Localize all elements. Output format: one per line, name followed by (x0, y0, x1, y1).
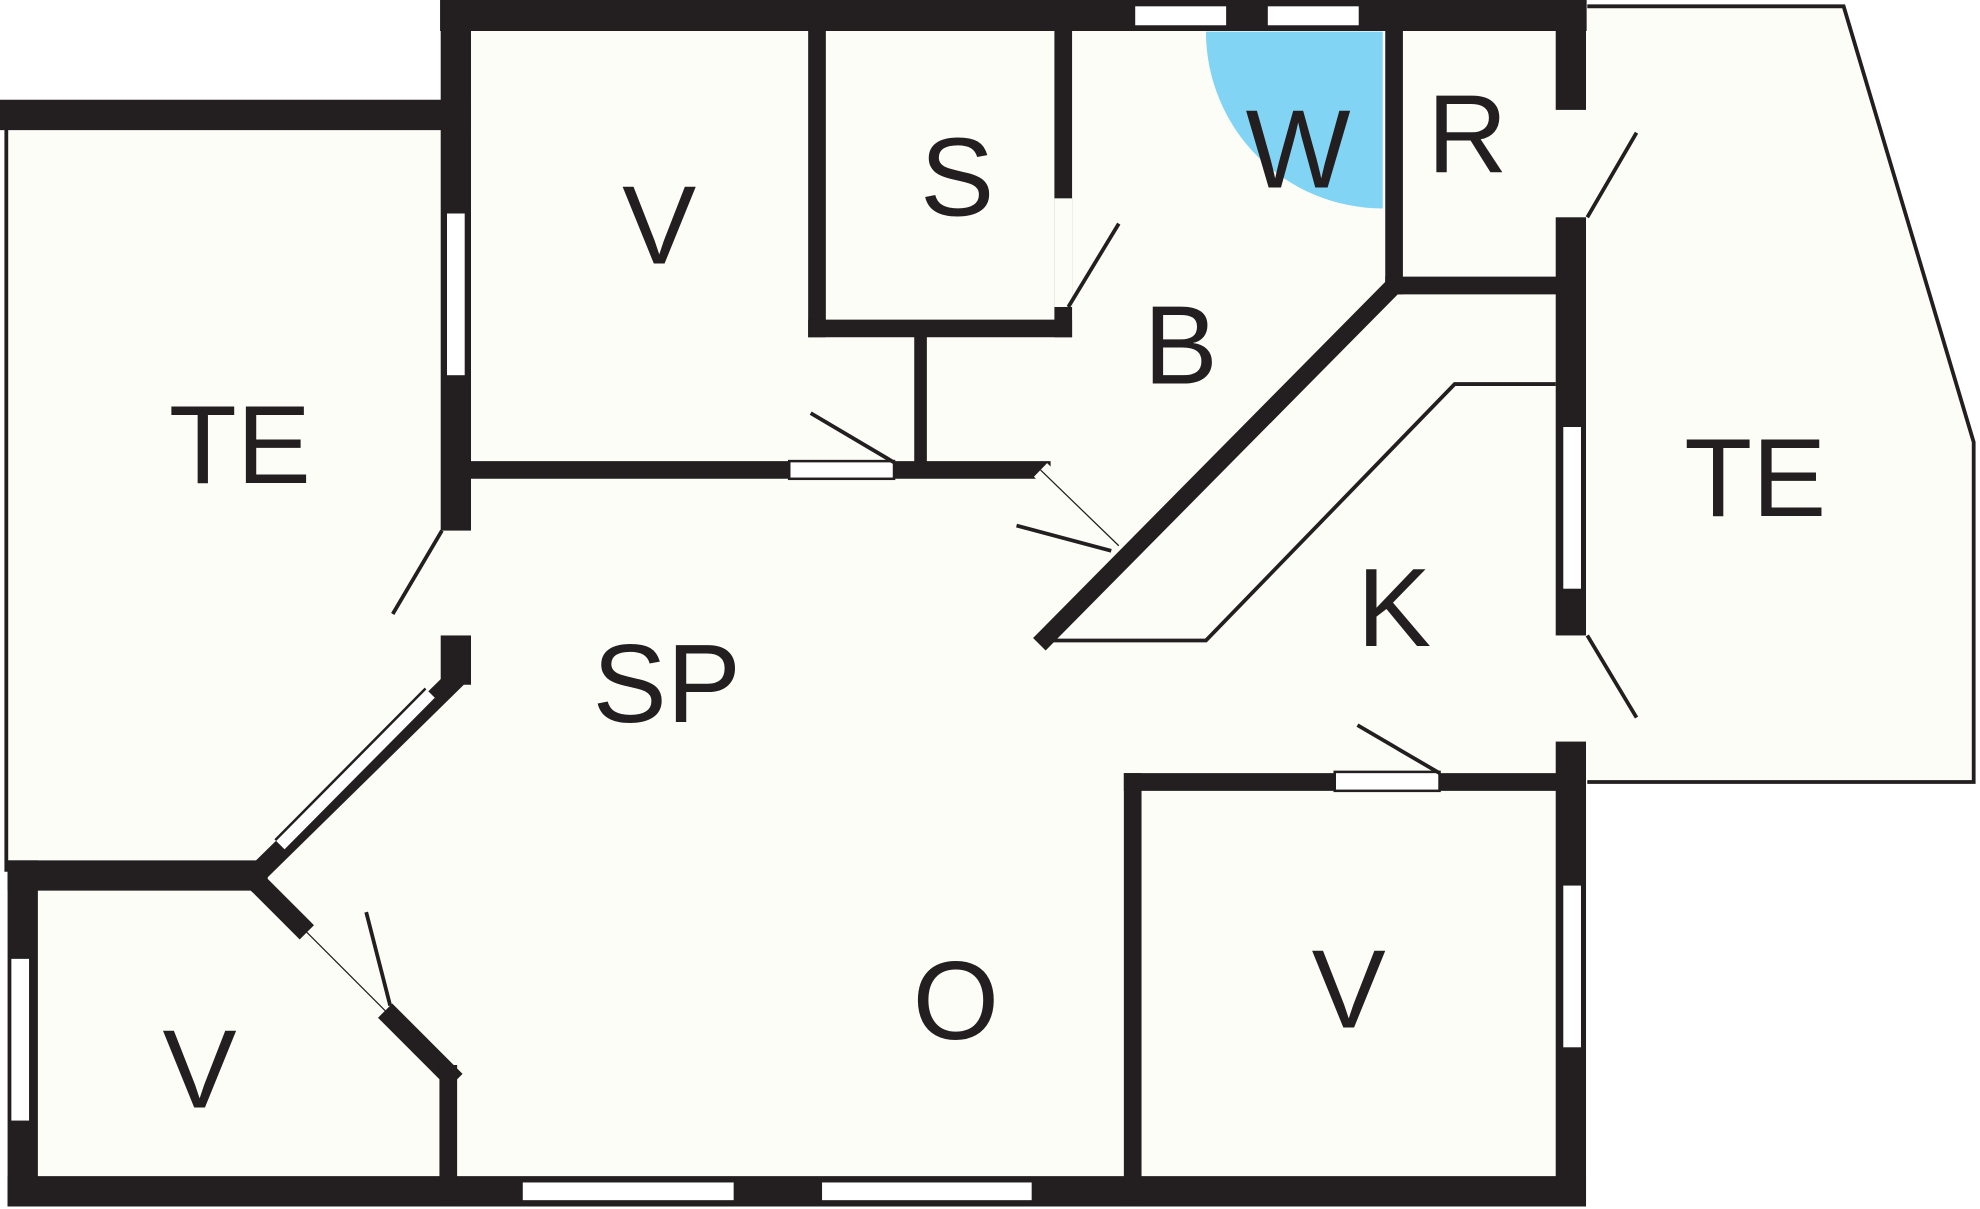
room-label-sp: SP (593, 621, 741, 746)
kitchen-counter (1041, 382, 1556, 643)
windows (8, 3, 1584, 1203)
room-label-v-left: V (162, 1006, 236, 1131)
room-label-v-right: V (1312, 927, 1386, 1052)
room-label-w: W (1246, 87, 1351, 212)
wc-highlight (1205, 31, 1383, 209)
room-label-te-left: TE (169, 382, 311, 507)
door-openings (299, 109, 1589, 1019)
room-label-o: O (913, 938, 999, 1063)
room-label-b: B (1144, 282, 1218, 407)
room-label-v-top: V (622, 162, 696, 287)
room-fills (6, 6, 1974, 1192)
room-label-te-right: TE (1684, 415, 1826, 540)
terrace-right-outline (1587, 4, 1976, 784)
room-label-k: K (1357, 545, 1431, 670)
door-swings (364, 131, 1639, 1007)
room-label-r: R (1427, 71, 1507, 196)
room-label-s: S (920, 114, 994, 239)
